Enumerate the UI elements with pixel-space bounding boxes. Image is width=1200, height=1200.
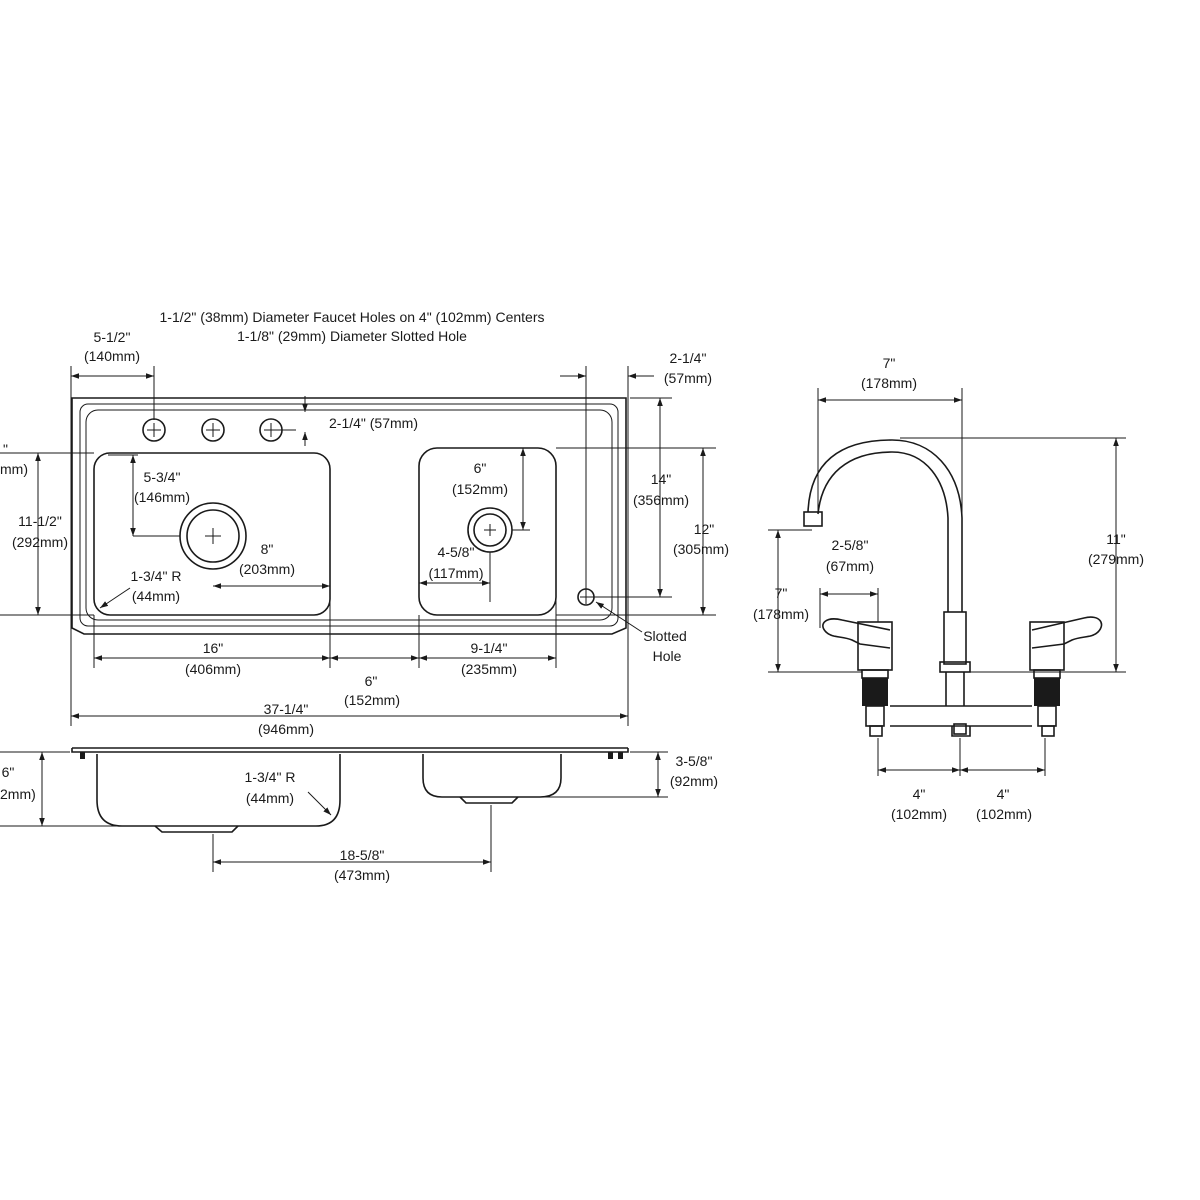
left-bowl: [93, 452, 331, 616]
sink-deck-rim: [79, 403, 619, 627]
edge-fragment-lower: mm): [0, 461, 28, 477]
dim-12: 12": [694, 521, 715, 537]
side-deck-lip: [71, 748, 629, 753]
sink-top-view: 5-1/2" (140mm) 2-1/4" (57mm) 2-1/4" (57m…: [0, 329, 729, 737]
dim-946mm: (946mm): [258, 721, 314, 737]
side-dim-1-3-4-r: 1-3/4" R: [245, 769, 296, 785]
faucet-neck: [947, 518, 963, 612]
dim-203mm: (203mm): [239, 561, 295, 577]
faucet-neck-collar: [943, 611, 967, 665]
side-right-bowl: [422, 754, 562, 798]
faucet-extension-lines: [768, 388, 1126, 776]
hole-label: Hole: [653, 648, 682, 664]
faucet-dim-11: 11": [1106, 531, 1126, 547]
sink-side-view: 6" 2mm) 1-3/4" R (44mm) 3-5/8" (92mm) 18…: [0, 747, 718, 883]
top-view-labels: 5-1/2" (140mm) 2-1/4" (57mm) 2-1/4" (57m…: [0, 329, 729, 737]
side-right-drain: [459, 796, 519, 804]
faucet-neck-base: [939, 661, 971, 673]
faucet-hole-2: [201, 418, 225, 442]
faucet-bridge: [890, 705, 1032, 727]
side-dim-152mm: 2mm): [0, 786, 36, 802]
side-dim-473mm: (473mm): [334, 867, 390, 883]
faucet-spout-tip: [803, 511, 823, 527]
side-dim-6: 6": [2, 764, 15, 780]
right-lever-handle: [1031, 616, 1103, 649]
dim-2-1-4-57mm: 2-1/4" (57mm): [329, 415, 418, 431]
dim-1-3-4-r: 1-3/4" R: [131, 568, 182, 584]
dim-140mm: (140mm): [84, 348, 140, 364]
left-drain: [179, 502, 247, 570]
side-dimension-lines: [39, 752, 661, 865]
dim-4-5-8: 4-5/8": [438, 544, 475, 560]
extension-lines: [0, 366, 716, 726]
faucet-elevation: 7" (178mm) 11" (279mm) 2-5/8" (67mm) 7" …: [753, 355, 1144, 822]
side-dim-3-5-8: 3-5/8": [676, 753, 713, 769]
dimension-lines: [35, 373, 706, 719]
side-left-bowl: [96, 754, 341, 827]
faucet-dim-102mm-a: (102mm): [891, 806, 947, 822]
dim-152mm-right-bowl: (152mm): [452, 481, 508, 497]
dim-9-1-4: 9-1/4": [471, 640, 508, 656]
faucet-hole-1: [142, 418, 166, 442]
faucet-dim-7-top: 7": [883, 355, 896, 371]
dim-235mm: (235mm): [461, 661, 517, 677]
faucet-holes-note: 1-1/2" (38mm) Diameter Faucet Holes on 4…: [160, 309, 545, 325]
dim-44mm: (44mm): [132, 588, 180, 604]
dim-152mm-mid: (152mm): [344, 692, 400, 708]
header-notes: 1-1/2" (38mm) Diameter Faucet Holes on 4…: [160, 309, 545, 344]
side-left-drain: [154, 825, 239, 833]
dim-37-1-4: 37-1/4": [264, 701, 309, 717]
side-view-labels: 6" 2mm) 1-3/4" R (44mm) 3-5/8" (92mm) 18…: [0, 753, 718, 883]
faucet-spout-inner: [817, 451, 949, 519]
sink-deck-inner-rim: [85, 409, 613, 621]
dim-6-mid: 6": [365, 673, 378, 689]
dim-16: 16": [203, 640, 224, 656]
dim-57mm-top: (57mm): [664, 370, 712, 386]
faucet-dim-4-b: 4": [997, 786, 1010, 802]
dim-11-1-2: 11-1/2": [18, 513, 62, 529]
side-extension-lines: [0, 751, 668, 872]
side-dim-92mm: (92mm): [670, 773, 718, 789]
dim-5-3-4: 5-3/4": [144, 469, 181, 485]
dim-117mm: (117mm): [429, 565, 484, 581]
dim-5-1-2: 5-1/2": [94, 329, 131, 345]
faucet-dim-279mm: (279mm): [1088, 551, 1144, 567]
dim-6-right-bowl: 6": [474, 460, 487, 476]
faucet-dim-178mm-left: (178mm): [753, 606, 809, 622]
faucet-dim-178mm-top: (178mm): [861, 375, 917, 391]
dim-146mm: (146mm): [134, 489, 190, 505]
slotted-hole-note: 1-1/8" (29mm) Diameter Slotted Hole: [237, 328, 467, 344]
left-lever-handle: [822, 618, 891, 649]
faucet-dimension-lines: [775, 397, 1119, 773]
side-dim-18-5-8: 18-5/8": [340, 847, 385, 863]
dim-8: 8": [261, 541, 274, 557]
dim-406mm: (406mm): [185, 661, 241, 677]
dim-14: 14": [651, 471, 672, 487]
slotted-label: Slotted: [643, 628, 687, 644]
faucet-dim-102mm-b: (102mm): [976, 806, 1032, 822]
faucet-dim-67mm: (67mm): [826, 558, 874, 574]
slotted-hole: [577, 588, 595, 606]
right-drain: [467, 507, 513, 553]
side-dim-44mm: (44mm): [246, 790, 294, 806]
faucet-dim-2-5-8: 2-5/8": [832, 537, 869, 553]
faucet-labels: 7" (178mm) 11" (279mm) 2-5/8" (67mm) 7" …: [753, 355, 1144, 822]
dim-2-1-4-top: 2-1/4": [670, 350, 707, 366]
sink-deck-outline: [71, 397, 627, 635]
dim-356mm: (356mm): [633, 492, 689, 508]
right-bowl: [418, 447, 557, 616]
dim-305mm: (305mm): [673, 541, 729, 557]
dim-292mm: (292mm): [12, 534, 68, 550]
edge-fragment-upper: ": [3, 441, 8, 457]
faucet-dim-4-a: 4": [913, 786, 926, 802]
faucet-dim-7-left: 7": [775, 585, 788, 601]
